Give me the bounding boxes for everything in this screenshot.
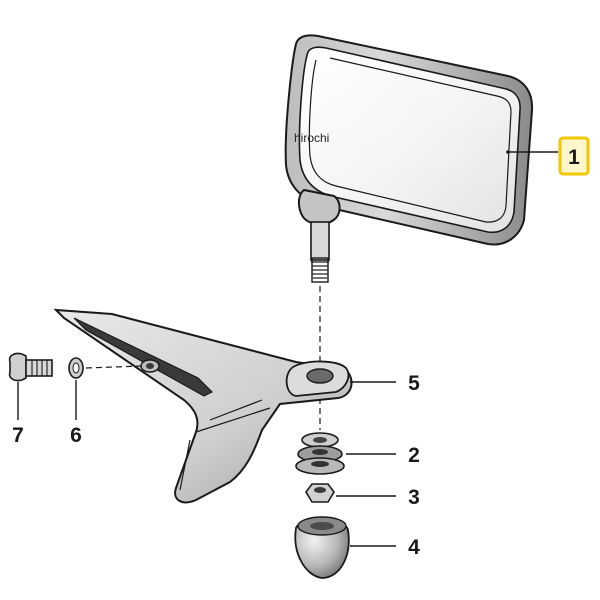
stud-thread [311, 261, 329, 279]
callout-2-label: 2 [408, 444, 420, 467]
mirror-neck [298, 188, 341, 226]
cover-cap [294, 516, 350, 579]
arm-groove [73, 317, 214, 397]
callout-1-label: 1 [568, 146, 580, 169]
hex-nut [305, 483, 335, 503]
mirror-head [284, 34, 534, 283]
mirror-bevel [308, 57, 512, 223]
arm-blade [53, 308, 353, 504]
watermark-text: hirochi [294, 131, 329, 145]
callout-5-label: 5 [408, 372, 420, 395]
callout-1: 1 [558, 136, 590, 176]
leader-lines [17, 150, 558, 547]
callout-3-label: 3 [408, 486, 420, 509]
screw [8, 352, 53, 382]
lock-washer [68, 357, 84, 379]
arm-mount-hole [306, 368, 334, 384]
spring-washer-stack [295, 432, 345, 475]
mirror-stem [310, 221, 330, 261]
mirror-glass [298, 46, 521, 234]
mounting-arm [53, 308, 353, 504]
callout-6-label: 6 [70, 424, 82, 447]
callout-4-label: 4 [408, 536, 420, 559]
callout-7-label: 7 [12, 424, 24, 447]
callout-1-highlight [558, 136, 590, 176]
